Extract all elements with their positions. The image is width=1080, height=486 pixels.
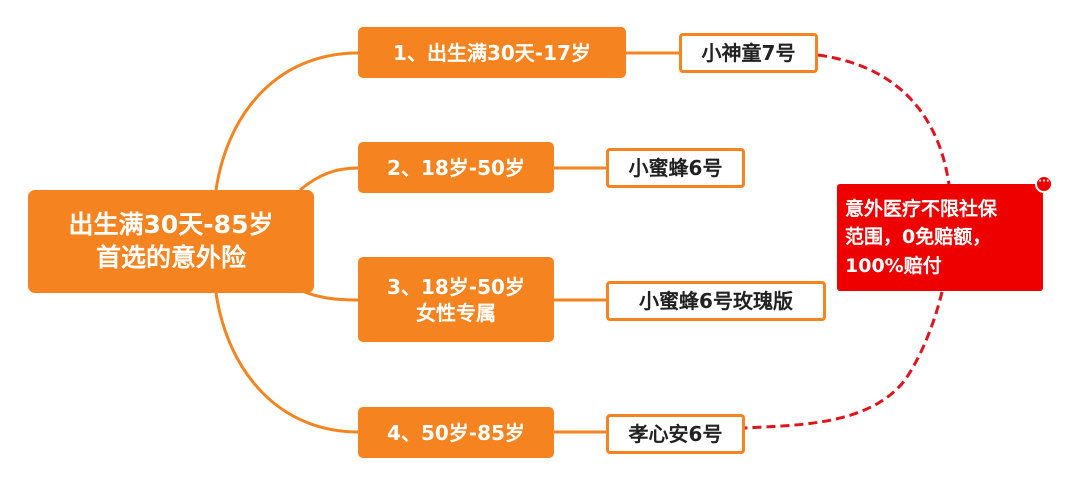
product-topic-1-label: 小神童7号 [701,41,796,65]
connector-root-b4 [214,292,359,434]
branch-topic-4[interactable]: 4、50岁-85岁 [358,407,554,458]
branch-topic-1-label: 1、出生满30天-17岁 [393,40,591,65]
product-topic-1[interactable]: 小神童7号 [679,33,818,73]
connector-root-b2 [299,166,359,192]
branch-topic-2-label: 2、18岁-50岁 [387,155,525,180]
root-topic-line-2: 首选的意外险 [95,242,246,272]
branch-topic-2[interactable]: 2、18岁-50岁 [358,142,554,193]
product-topic-4[interactable]: 孝心安6号 [606,414,745,454]
callout-note-line-1: 意外医疗不限社保 [845,197,998,220]
connector-root-b1 [214,51,359,191]
more-dots-icon[interactable]: ··· [1035,175,1053,193]
product-topic-4-label: 孝心安6号 [628,422,723,446]
product-topic-2[interactable]: 小蜜蜂6号 [606,148,745,188]
branch-topic-4-label: 4、50岁-85岁 [387,420,525,445]
callout-note-line-3: 100%赔付 [845,254,942,277]
branch-topic-1[interactable]: 1、出生满30天-17岁 [358,27,626,78]
branch-topic-3[interactable]: 3、18岁-50岁 女性专属 [358,257,554,342]
branch-topic-3-label-line-1: 3、18岁-50岁 [387,274,525,299]
product-topic-2-label: 小蜜蜂6号 [628,156,723,180]
product-topic-3[interactable]: 小蜜蜂6号玫瑰版 [606,281,826,321]
dashed-relationship-link [744,53,953,430]
product-topic-3-label: 小蜜蜂6号玫瑰版 [639,289,793,313]
branch-topic-3-label-line-2: 女性专属 [415,300,496,325]
callout-note[interactable]: 意外医疗不限社保 范围，0免赔额， 100%赔付 [837,184,1043,291]
root-topic[interactable]: 出生满30天-85岁 首选的意外险 [28,190,314,293]
callout-note-line-2: 范围，0免赔额， [845,226,992,249]
root-topic-line-1: 出生满30天-85岁 [68,210,274,239]
